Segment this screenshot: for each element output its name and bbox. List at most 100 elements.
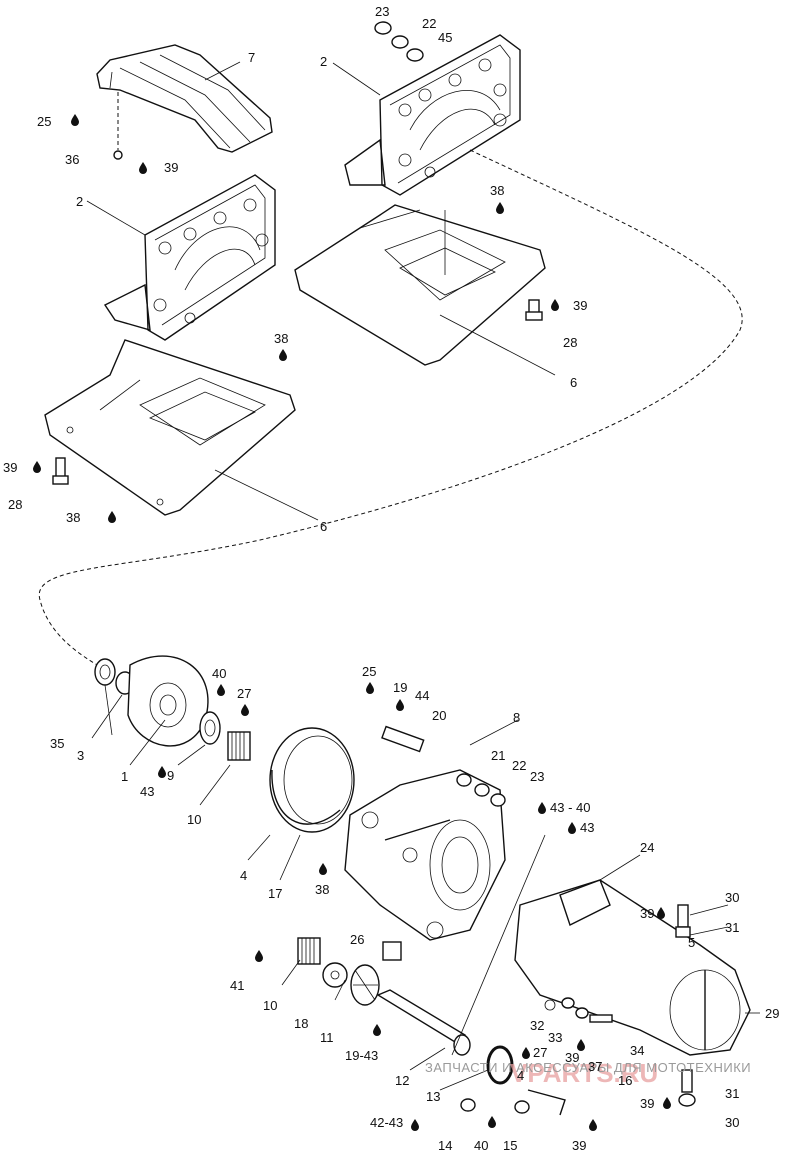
part-label: 14 xyxy=(438,1138,452,1153)
part-11-impeller xyxy=(350,964,380,1006)
part-28-bolt-upper xyxy=(525,299,543,321)
lubricant-drop-icon xyxy=(158,766,166,778)
lubricant-drop-icon xyxy=(255,950,263,962)
part-label: 13 xyxy=(426,1089,440,1104)
lubricant-drop-icon xyxy=(373,1024,381,1036)
parts-32-33-34-hardware xyxy=(561,997,613,1023)
part-18-washer xyxy=(322,962,348,988)
part-label: 38 xyxy=(315,882,329,897)
part-label: 25 xyxy=(37,114,51,129)
part-label: 18 xyxy=(294,1016,308,1031)
part-4-wear-ring xyxy=(269,727,355,833)
part-label: 27 xyxy=(533,1045,547,1060)
lubricant-drop-icon xyxy=(396,699,404,711)
part-label: 23 xyxy=(530,769,544,784)
part-label: 22 xyxy=(512,758,526,773)
lubricant-drop-icon xyxy=(241,704,249,716)
part-30-31-bolt-upper xyxy=(675,904,691,938)
part-label: 45 xyxy=(438,30,452,45)
part-label: 11 xyxy=(320,1030,334,1045)
part-label: 31 xyxy=(725,1086,739,1101)
part-2-mount-plate-upper xyxy=(344,34,521,196)
part-label: 24 xyxy=(640,840,654,855)
part-label: 31 xyxy=(725,920,739,935)
part-label: 40 xyxy=(212,666,226,681)
lubricant-drop-icon xyxy=(538,802,546,814)
part-label: 39 xyxy=(573,298,587,313)
part-label: 22 xyxy=(422,16,436,31)
part-label: 29 xyxy=(765,1006,779,1021)
lubricant-drop-icon xyxy=(551,299,559,311)
part-label: 36 xyxy=(65,152,79,167)
part-label: 43 xyxy=(580,820,594,835)
part-label: 40 xyxy=(474,1138,488,1153)
part-label: 37 xyxy=(588,1059,602,1074)
part-label: 30 xyxy=(725,1115,739,1130)
part-label: 17 xyxy=(268,886,282,901)
part-8-pump-housing xyxy=(344,769,506,941)
part-label: 34 xyxy=(630,1043,644,1058)
part-label: 19-43 xyxy=(345,1048,378,1063)
part-13-o-ring xyxy=(486,1045,514,1085)
lubricant-drop-icon xyxy=(108,511,116,523)
part-label: 39 xyxy=(565,1050,579,1065)
part-label: 26 xyxy=(350,932,364,947)
part-labels: 7 2 2 23 22 45 25 36 39 38 39 28 38 6 39… xyxy=(3,4,779,1153)
part-label: 12 xyxy=(395,1073,409,1088)
lubricant-drop-icon xyxy=(139,162,147,174)
leader-lines xyxy=(86,61,760,1091)
part-label: 9 xyxy=(167,768,174,783)
part-label: 23 xyxy=(375,4,389,19)
part-label: 39 xyxy=(640,1096,654,1111)
lubricant-drop-icon xyxy=(217,684,225,696)
part-label: 39 xyxy=(572,1138,586,1153)
part-1-impeller-cover xyxy=(127,655,209,747)
part-label: 25 xyxy=(362,664,376,679)
part-24-venturi-nozzle xyxy=(514,879,751,1056)
part-label: 21 xyxy=(491,748,505,763)
lubricant-drop-icon xyxy=(319,863,327,875)
part-3-35-bearing xyxy=(94,658,135,695)
lubricant-drop-icon xyxy=(496,202,504,214)
part-label: 20 xyxy=(432,708,446,723)
watermark-logo: VPARTS.RU xyxy=(510,1058,658,1088)
part-label: 44 xyxy=(415,688,429,703)
part-label: 41 xyxy=(230,978,244,993)
lubricant-drop-icon xyxy=(411,1119,419,1131)
part-label: 43 - 40 xyxy=(550,800,590,815)
part-label: 5 xyxy=(688,935,695,950)
lubricant-drop-icon xyxy=(33,461,41,473)
part-label: 28 xyxy=(563,335,577,350)
part-label: 19 xyxy=(393,680,407,695)
lubricant-drop-icon xyxy=(657,907,665,919)
part-label: 30 xyxy=(725,890,739,905)
part-label: 39 xyxy=(3,460,17,475)
parts-14-15-hardware xyxy=(460,1089,566,1116)
part-21-22-23-hardware xyxy=(456,773,506,807)
part-10-bearing-upper xyxy=(227,731,251,761)
part-label: 4 xyxy=(240,868,247,883)
part-label: 6 xyxy=(570,375,577,390)
part-label: 27 xyxy=(237,686,251,701)
part-label: 39 xyxy=(164,160,178,175)
part-label: 10 xyxy=(187,812,201,827)
lubricant-drop-icon xyxy=(589,1119,597,1131)
part-label: 6 xyxy=(320,519,327,534)
part-label: 1 xyxy=(121,769,128,784)
part-6-ramp-plate-left xyxy=(44,339,296,516)
part-7-fin-plate xyxy=(96,44,273,160)
part-label: 32 xyxy=(530,1018,544,1033)
part-label: 8 xyxy=(513,710,520,725)
part-label: 28 xyxy=(8,497,22,512)
watermark: VPARTS.RU ЗАПЧАСТИ И АКСЕССУАРЫ ДЛЯ МОТО… xyxy=(425,1058,751,1088)
lubricant-drop-icon xyxy=(71,114,79,126)
part-28-bolt-left xyxy=(52,457,69,485)
part-label: 39 xyxy=(640,906,654,921)
part-9-seal xyxy=(199,711,221,745)
lubricant-drop-icon xyxy=(568,822,576,834)
part-label: 43 xyxy=(140,784,154,799)
lubricant-drop-icon xyxy=(366,682,374,694)
lubricant-drop-icon xyxy=(663,1097,671,1109)
